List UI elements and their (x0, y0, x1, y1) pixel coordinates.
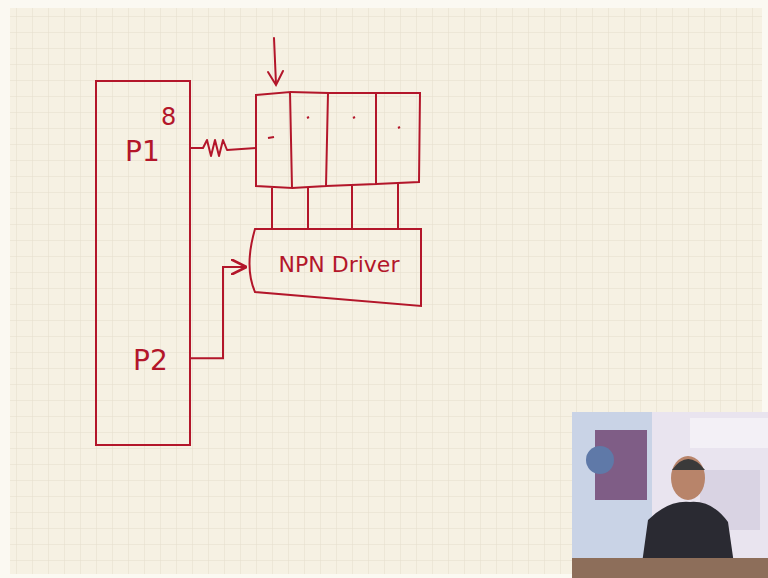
pin-name: P2 (133, 346, 168, 377)
video-inset (572, 412, 768, 578)
microcontroller-box: P1P2 (95, 80, 191, 446)
resistor-symbol (190, 140, 256, 156)
pointer-arrow (268, 38, 283, 85)
pin-name: P1 (125, 137, 160, 168)
driver-label: NPN Driver (279, 253, 400, 277)
seven-segment-displays (256, 92, 420, 228)
driver-shape (250, 229, 422, 306)
control-wire (191, 267, 245, 358)
driver-box: NPN Driver (243, 226, 423, 308)
bus-width: 8 (161, 104, 176, 130)
